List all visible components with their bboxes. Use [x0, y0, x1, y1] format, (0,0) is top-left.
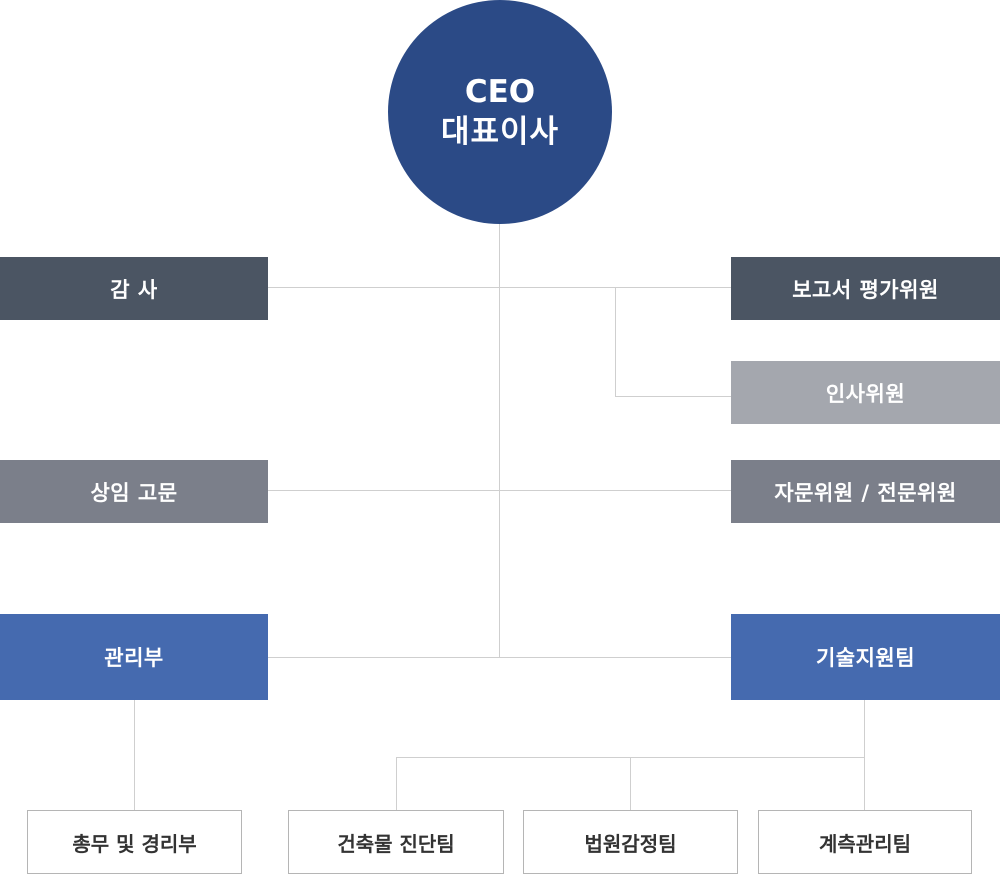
connector-management-down	[134, 700, 135, 810]
connector-hr-horizontal	[615, 396, 732, 397]
connector-hr-vertical	[615, 287, 616, 397]
connector-building-drop	[396, 757, 397, 810]
tech-support-box: 기술지원팀	[731, 614, 1000, 700]
connector-row3	[268, 657, 732, 658]
ceo-node: CEO 대표이사	[388, 0, 612, 224]
survey-management-box: 계측관리팀	[758, 810, 972, 874]
report-committee-box: 보고서 평가위원	[731, 257, 1000, 320]
hr-committee-box: 인사위원	[731, 361, 1000, 424]
management-box: 관리부	[0, 614, 268, 700]
ceo-subtitle: 대표이사	[440, 114, 560, 150]
building-diagnosis-box: 건축물 진단팀	[288, 810, 504, 874]
court-appraisal-box: 법원감정팀	[523, 810, 738, 874]
connector-court-drop	[630, 757, 631, 810]
connector-row1	[268, 287, 732, 288]
connector-ceo-trunk	[499, 222, 500, 658]
advisor-box: 상임 고문	[0, 460, 268, 523]
general-affairs-box: 총무 및 경리부	[27, 810, 242, 874]
ceo-title: CEO	[464, 74, 536, 110]
expert-committee-box: 자문위원 / 전문위원	[731, 460, 1000, 523]
connector-tech-down	[864, 700, 865, 810]
connector-row2	[268, 490, 732, 491]
audit-box: 감 사	[0, 257, 268, 320]
